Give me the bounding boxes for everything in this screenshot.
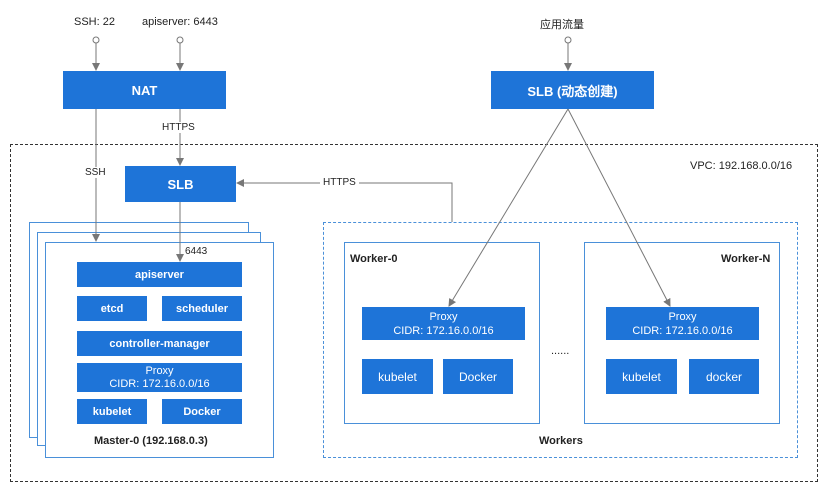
worker-n-proxy-cidr: CIDR: 172.16.0.0/16 <box>632 324 733 337</box>
workers-ellipsis: ...... <box>551 345 570 357</box>
worker-n-proxy-title: Proxy <box>668 310 697 323</box>
app-traffic-label: 应用流量 <box>540 19 584 31</box>
slb-dynamic-box[interactable]: SLB (动态创建) <box>491 71 654 109</box>
worker-0-proxy-title: Proxy <box>429 310 458 323</box>
master-kubelet-box[interactable]: kubelet <box>77 399 147 424</box>
master-proxy-box[interactable]: Proxy CIDR: 172.16.0.0/16 <box>77 363 242 392</box>
port-6443-label: 6443 <box>185 246 208 257</box>
ssh-port-dot <box>92 36 100 44</box>
https-slb-label: HTTPS <box>320 177 359 188</box>
controller-manager-box[interactable]: controller-manager <box>77 331 242 356</box>
ssh-label: SSH <box>84 167 107 178</box>
worker-0-docker-box[interactable]: Docker <box>443 359 513 394</box>
ssh-port-label: SSH: 22 <box>74 16 115 28</box>
vpc-label: VPC: 192.168.0.0/16 <box>690 160 793 172</box>
slb-to-workern-arrow <box>567 108 671 307</box>
vpc-boundary <box>10 144 818 482</box>
apiserver-port-dot <box>176 36 184 44</box>
slb-box[interactable]: SLB <box>125 166 236 202</box>
workers-https-arrow <box>236 179 453 222</box>
worker-0-title: Worker-0 <box>350 253 398 265</box>
slb-to-worker0-arrow <box>448 108 569 307</box>
worker-n-docker-box[interactable]: docker <box>689 359 759 394</box>
master-proxy-cidr: CIDR: 172.16.0.0/16 <box>109 377 210 390</box>
worker-n-title: Worker-N <box>721 253 771 265</box>
apiserver-port-label: apiserver: 6443 <box>142 16 218 28</box>
worker-0-proxy-cidr: CIDR: 172.16.0.0/16 <box>393 324 494 337</box>
master-caption: Master-0 (192.168.0.3) <box>94 435 208 447</box>
master-proxy-title: Proxy <box>145 364 174 377</box>
worker-n-proxy-box[interactable]: Proxy CIDR: 172.16.0.0/16 <box>606 307 759 340</box>
workers-caption: Workers <box>539 435 583 447</box>
https-nat-label: HTTPS <box>162 122 195 133</box>
app-traffic-dot <box>564 36 572 44</box>
etcd-box[interactable]: etcd <box>77 296 147 321</box>
workers-group <box>323 222 798 458</box>
worker-n-kubelet-box[interactable]: kubelet <box>606 359 677 394</box>
scheduler-box[interactable]: scheduler <box>162 296 242 321</box>
worker-0-kubelet-box[interactable]: kubelet <box>362 359 433 394</box>
apiserver-box[interactable]: apiserver <box>77 262 242 287</box>
worker-0-proxy-box[interactable]: Proxy CIDR: 172.16.0.0/16 <box>362 307 525 340</box>
master-docker-box[interactable]: Docker <box>162 399 242 424</box>
nat-box[interactable]: NAT <box>63 71 226 109</box>
